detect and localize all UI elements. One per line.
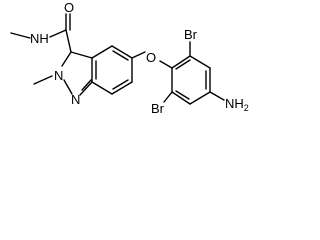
bond-r2-5 xyxy=(171,91,191,105)
bromine-top-label: Br xyxy=(184,27,198,42)
bond-nmethyl xyxy=(10,32,31,39)
bond-c5-o xyxy=(131,51,146,59)
amide-oxygen-label: O xyxy=(64,0,74,15)
bond-r2-2 xyxy=(189,55,211,69)
bond-c7-c7a xyxy=(91,81,113,95)
amide-nitrogen-label: NH xyxy=(30,31,49,46)
amine-subscript: 2 xyxy=(244,103,249,113)
ether-oxygen-label: O xyxy=(146,50,156,65)
bond-c4-c5-inner xyxy=(112,50,129,61)
bond-o-c1prime xyxy=(159,60,173,69)
atom-labels: O NH O Br Br NH2 N N xyxy=(30,0,249,116)
bond-n2-methyl xyxy=(33,75,53,85)
bond-c6-c7-inner xyxy=(112,79,129,90)
bromine-bottom-label: Br xyxy=(151,101,165,116)
bond-r2-4 xyxy=(189,91,211,105)
indazole-n2-label: N xyxy=(54,68,63,83)
bond-n2-n1 xyxy=(63,79,73,95)
indazole-n1-label: N xyxy=(71,92,80,107)
bond-br-bottom xyxy=(163,91,173,103)
bond-c4-c5 xyxy=(111,45,133,59)
bond-r2-1-inner xyxy=(175,59,191,70)
bond-nh2 xyxy=(209,91,225,101)
chemical-structure-diagram: O NH O Br Br NH2 N N xyxy=(10,0,249,116)
bonds xyxy=(10,13,225,105)
bond-c3a-c4 xyxy=(91,45,113,59)
bond-amide-n-c xyxy=(49,29,67,38)
bond-amide-c3 xyxy=(65,29,72,53)
bond-r2-5-inner xyxy=(175,90,190,100)
bond-c6-c7 xyxy=(111,81,133,95)
bond-r2-1 xyxy=(171,55,191,69)
bond-c3-n2 xyxy=(61,51,72,67)
bond-n1-c7a xyxy=(79,81,93,96)
amine-label: NH2 xyxy=(225,96,249,113)
bond-c3-c3a xyxy=(70,51,93,59)
bond-n1-c7a-inner xyxy=(81,79,92,91)
amine-nh: NH xyxy=(225,96,244,111)
